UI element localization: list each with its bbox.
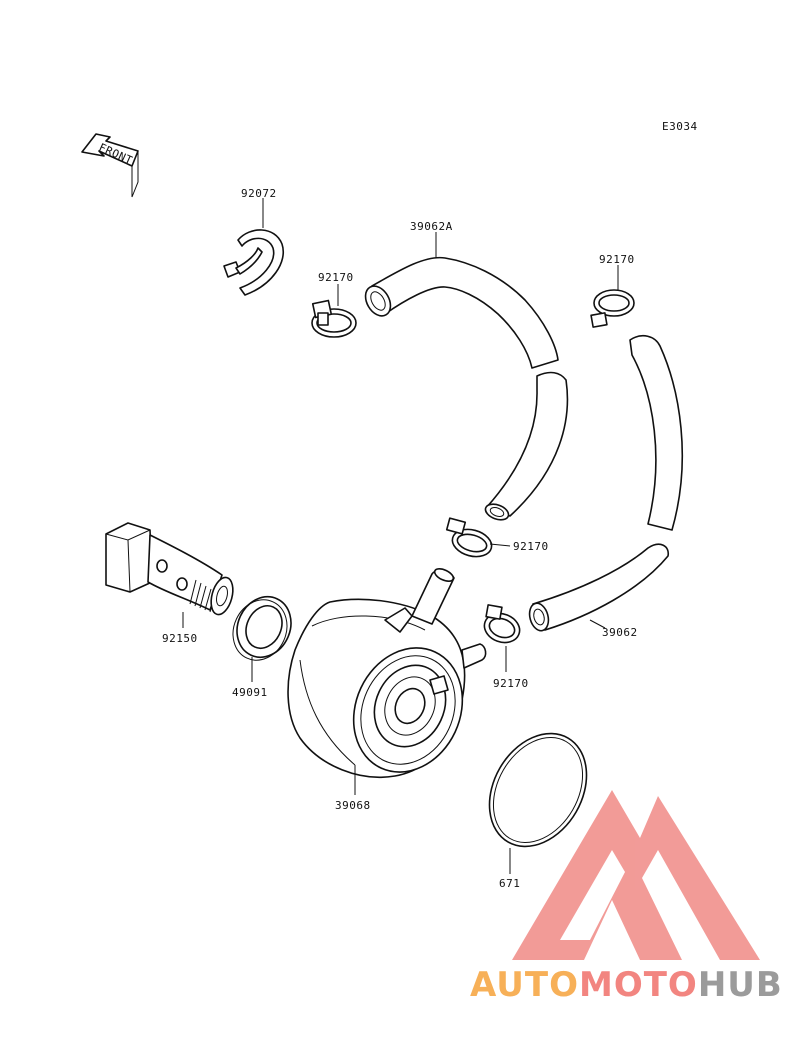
hose-clamp-part-2 [590,289,635,328]
svg-text:AUTOMOTOHUB: AUTOMOTOHUB [470,965,783,1005]
oil-hose-upper-part [364,256,569,521]
automotohub-logo: AUTOMOTOHUB [470,790,783,1005]
logo-hub: HUB [698,965,783,1005]
part-number-92170-d: 92170 [493,677,529,690]
part-number-39062A: 39062A [410,220,453,233]
diagram-code: E3034 [662,120,698,133]
oil-hose-lower-part [528,334,684,632]
bolt-part [105,522,234,616]
hose-clamp-part-3 [445,517,493,558]
part-number-92150: 92150 [162,632,198,645]
part-number-92072: 92072 [241,187,277,200]
cable-band-part [223,229,284,296]
part-number-39062: 39062 [602,626,638,639]
logo-moto: MOTO [579,965,698,1005]
part-number-92170-a: 92170 [318,271,354,284]
part-number-92170-c: 92170 [513,540,549,553]
o-ring-part [488,732,588,848]
gasket-part [232,596,292,661]
oil-cooler-part [287,568,487,778]
part-number-39068: 39068 [335,799,371,812]
part-number-49091: 49091 [232,686,268,699]
part-number-671: 671 [499,877,520,890]
hose-clamp-part-1 [311,299,357,338]
front-arrow-icon: FRONT [81,133,139,198]
part-number-92170-b: 92170 [599,253,635,266]
logo-auto: AUTO [470,965,579,1005]
hose-clamp-part-4 [483,604,521,644]
